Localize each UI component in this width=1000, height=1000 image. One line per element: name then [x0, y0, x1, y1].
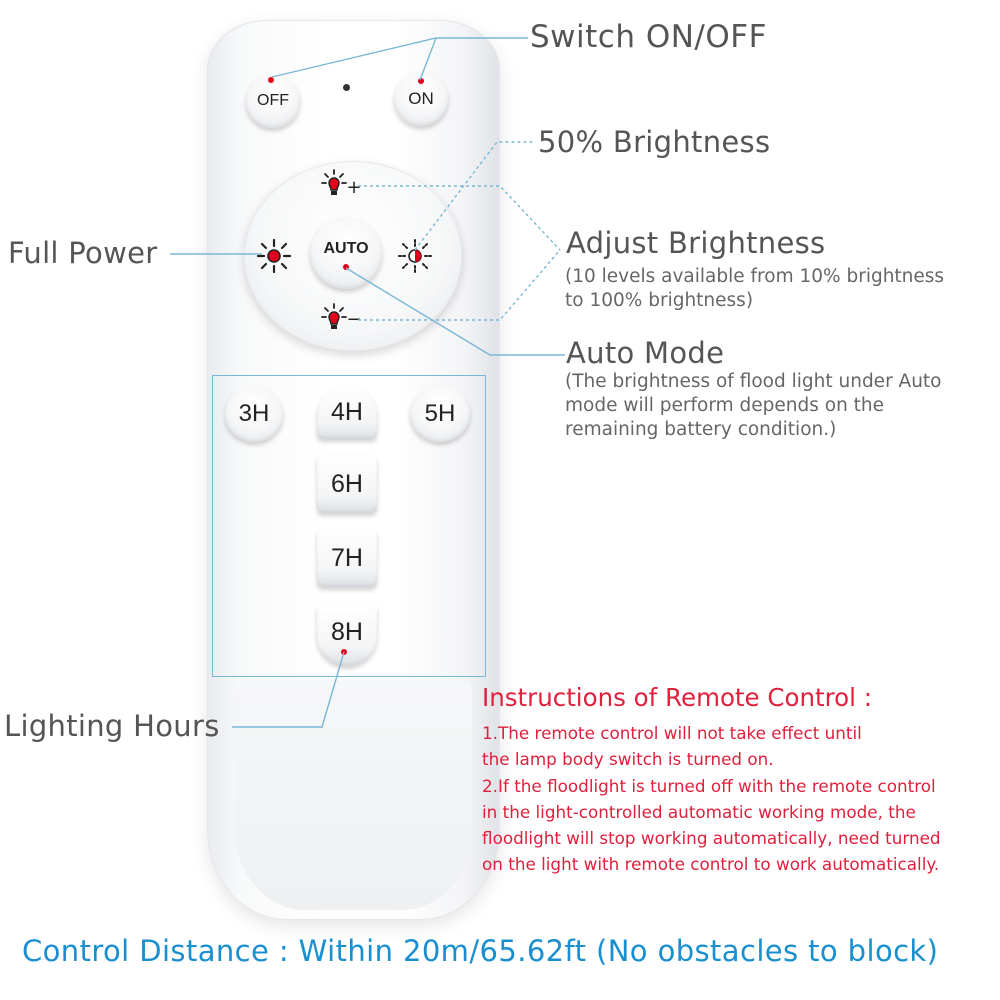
hour-button-3h[interactable]: 3H [225, 386, 283, 442]
hour-label-4h: 4H [331, 397, 363, 426]
hour-button-7h[interactable]: 7H [317, 529, 377, 587]
control-distance-text: Within 20m/65.62ft (No obstacles to bloc… [298, 934, 939, 968]
adjust-note-line: to 100% brightness) [565, 290, 754, 311]
adjust-brightness-note: (10 levels available from 10% brightness… [565, 265, 944, 313]
full-power-callout: Full Power [8, 236, 158, 270]
auto-note-line: mode will perform depends on the [565, 395, 885, 416]
sun-dim-icon[interactable] [397, 238, 433, 274]
lighting-hours-callout: Lighting Hours [4, 709, 220, 743]
ir-sensor-dot [343, 84, 350, 91]
on-led [418, 78, 424, 84]
auto-note-line: remaining battery condition.) [565, 419, 837, 440]
instruction-line: in the light-controlled automatic workin… [482, 801, 916, 822]
auto-led [343, 264, 349, 270]
control-distance-prefix: Control Distance : [22, 934, 290, 968]
instructions-body: 1.The remote control will not take effec… [482, 720, 1000, 878]
auto-note-line: (The brightness of flood light under Aut… [565, 371, 942, 392]
instruction-line: the lamp body switch is turned on. [482, 749, 774, 770]
hour-button-5h[interactable]: 5H [410, 386, 470, 442]
lighting-hours-frame [212, 375, 486, 677]
remote-grip-area [235, 680, 472, 910]
control-distance: Control Distance : Within 20m/65.62ft (N… [22, 934, 938, 968]
bulb-plus-symbol: + [346, 177, 360, 198]
hour-label-5h: 5H [424, 400, 456, 427]
adjust-note-line: (10 levels available from 10% brightness [565, 266, 945, 287]
instruction-line: 2.If the floodlight is turned off with t… [482, 775, 936, 796]
off-button-label: OFF [257, 92, 289, 109]
instructions-title: Instructions of Remote Control : [482, 683, 873, 712]
hour-label-6h: 6H [331, 469, 363, 498]
switch-callout: Switch ON/OFF [530, 19, 767, 55]
bulb-minus-icon[interactable]: − [320, 303, 362, 335]
adjust-brightness-title: Adjust Brightness [566, 226, 826, 260]
auto-button-label: AUTO [323, 240, 369, 257]
instruction-line: 1.The remote control will not take effec… [482, 723, 862, 743]
hours-led [341, 649, 347, 655]
auto-mode-note: (The brightness of flood light under Aut… [565, 370, 942, 442]
on-button-label: ON [408, 89, 434, 108]
instruction-line: on the light with remote control to work… [482, 854, 940, 875]
hour-label-8h: 8H [331, 617, 363, 646]
sun-bright-icon[interactable] [256, 238, 292, 274]
half-brightness-callout: 50% Brightness [538, 125, 771, 159]
hour-button-6h[interactable]: 6H [317, 455, 377, 513]
hour-button-8h[interactable]: 8H [317, 604, 377, 666]
instruction-line: floodlight will stop working automatical… [482, 828, 941, 849]
off-button[interactable]: OFF [246, 74, 300, 128]
hour-button-4h[interactable]: 4H [317, 385, 377, 439]
off-led [268, 77, 274, 83]
hour-label-3h: 3H [238, 400, 270, 427]
bulb-minus-symbol: − [346, 309, 360, 330]
hour-label-7h: 7H [331, 543, 363, 572]
auto-mode-title: Auto Mode [566, 336, 725, 370]
auto-button[interactable]: AUTO [310, 217, 382, 289]
bulb-plus-icon[interactable]: + [320, 169, 362, 201]
